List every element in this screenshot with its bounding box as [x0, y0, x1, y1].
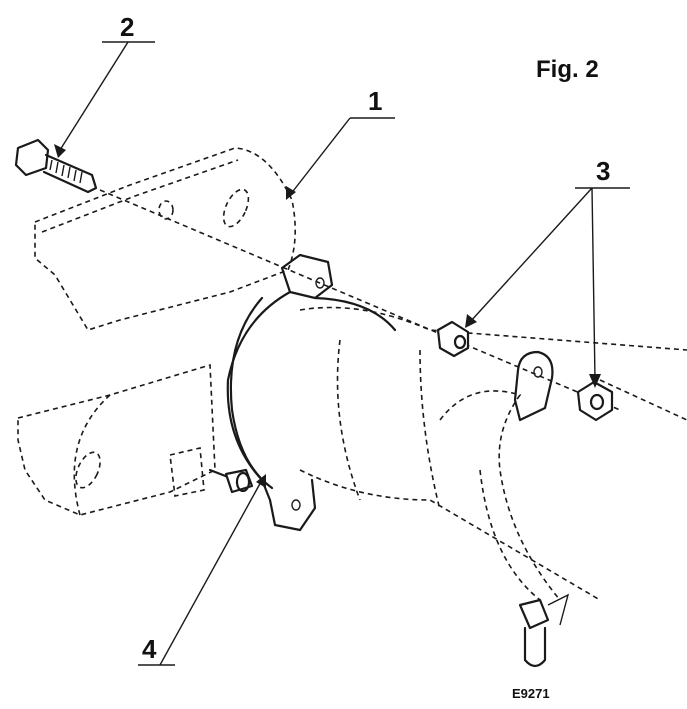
- bolt-axis: [99, 189, 621, 411]
- lower-plate-outline: [17, 363, 216, 516]
- pin: [208, 468, 254, 494]
- callout-3: 3: [596, 156, 611, 186]
- clamp-bolt: [14, 138, 98, 194]
- figure-title: Fig. 2: [536, 56, 599, 83]
- clamp-collar: [226, 253, 397, 532]
- leader-lines: [54, 41, 630, 666]
- shaft-outline: [299, 306, 687, 601]
- callout-1: 1: [368, 86, 383, 116]
- figure-code: E9271: [512, 686, 550, 701]
- bracket-lug: [513, 350, 554, 422]
- callout-2: 2: [120, 12, 135, 42]
- callout-4: 4: [142, 634, 157, 664]
- hanging-clip: [518, 593, 570, 668]
- nut-upper: [436, 320, 470, 358]
- upper-plate-outline: [34, 147, 296, 331]
